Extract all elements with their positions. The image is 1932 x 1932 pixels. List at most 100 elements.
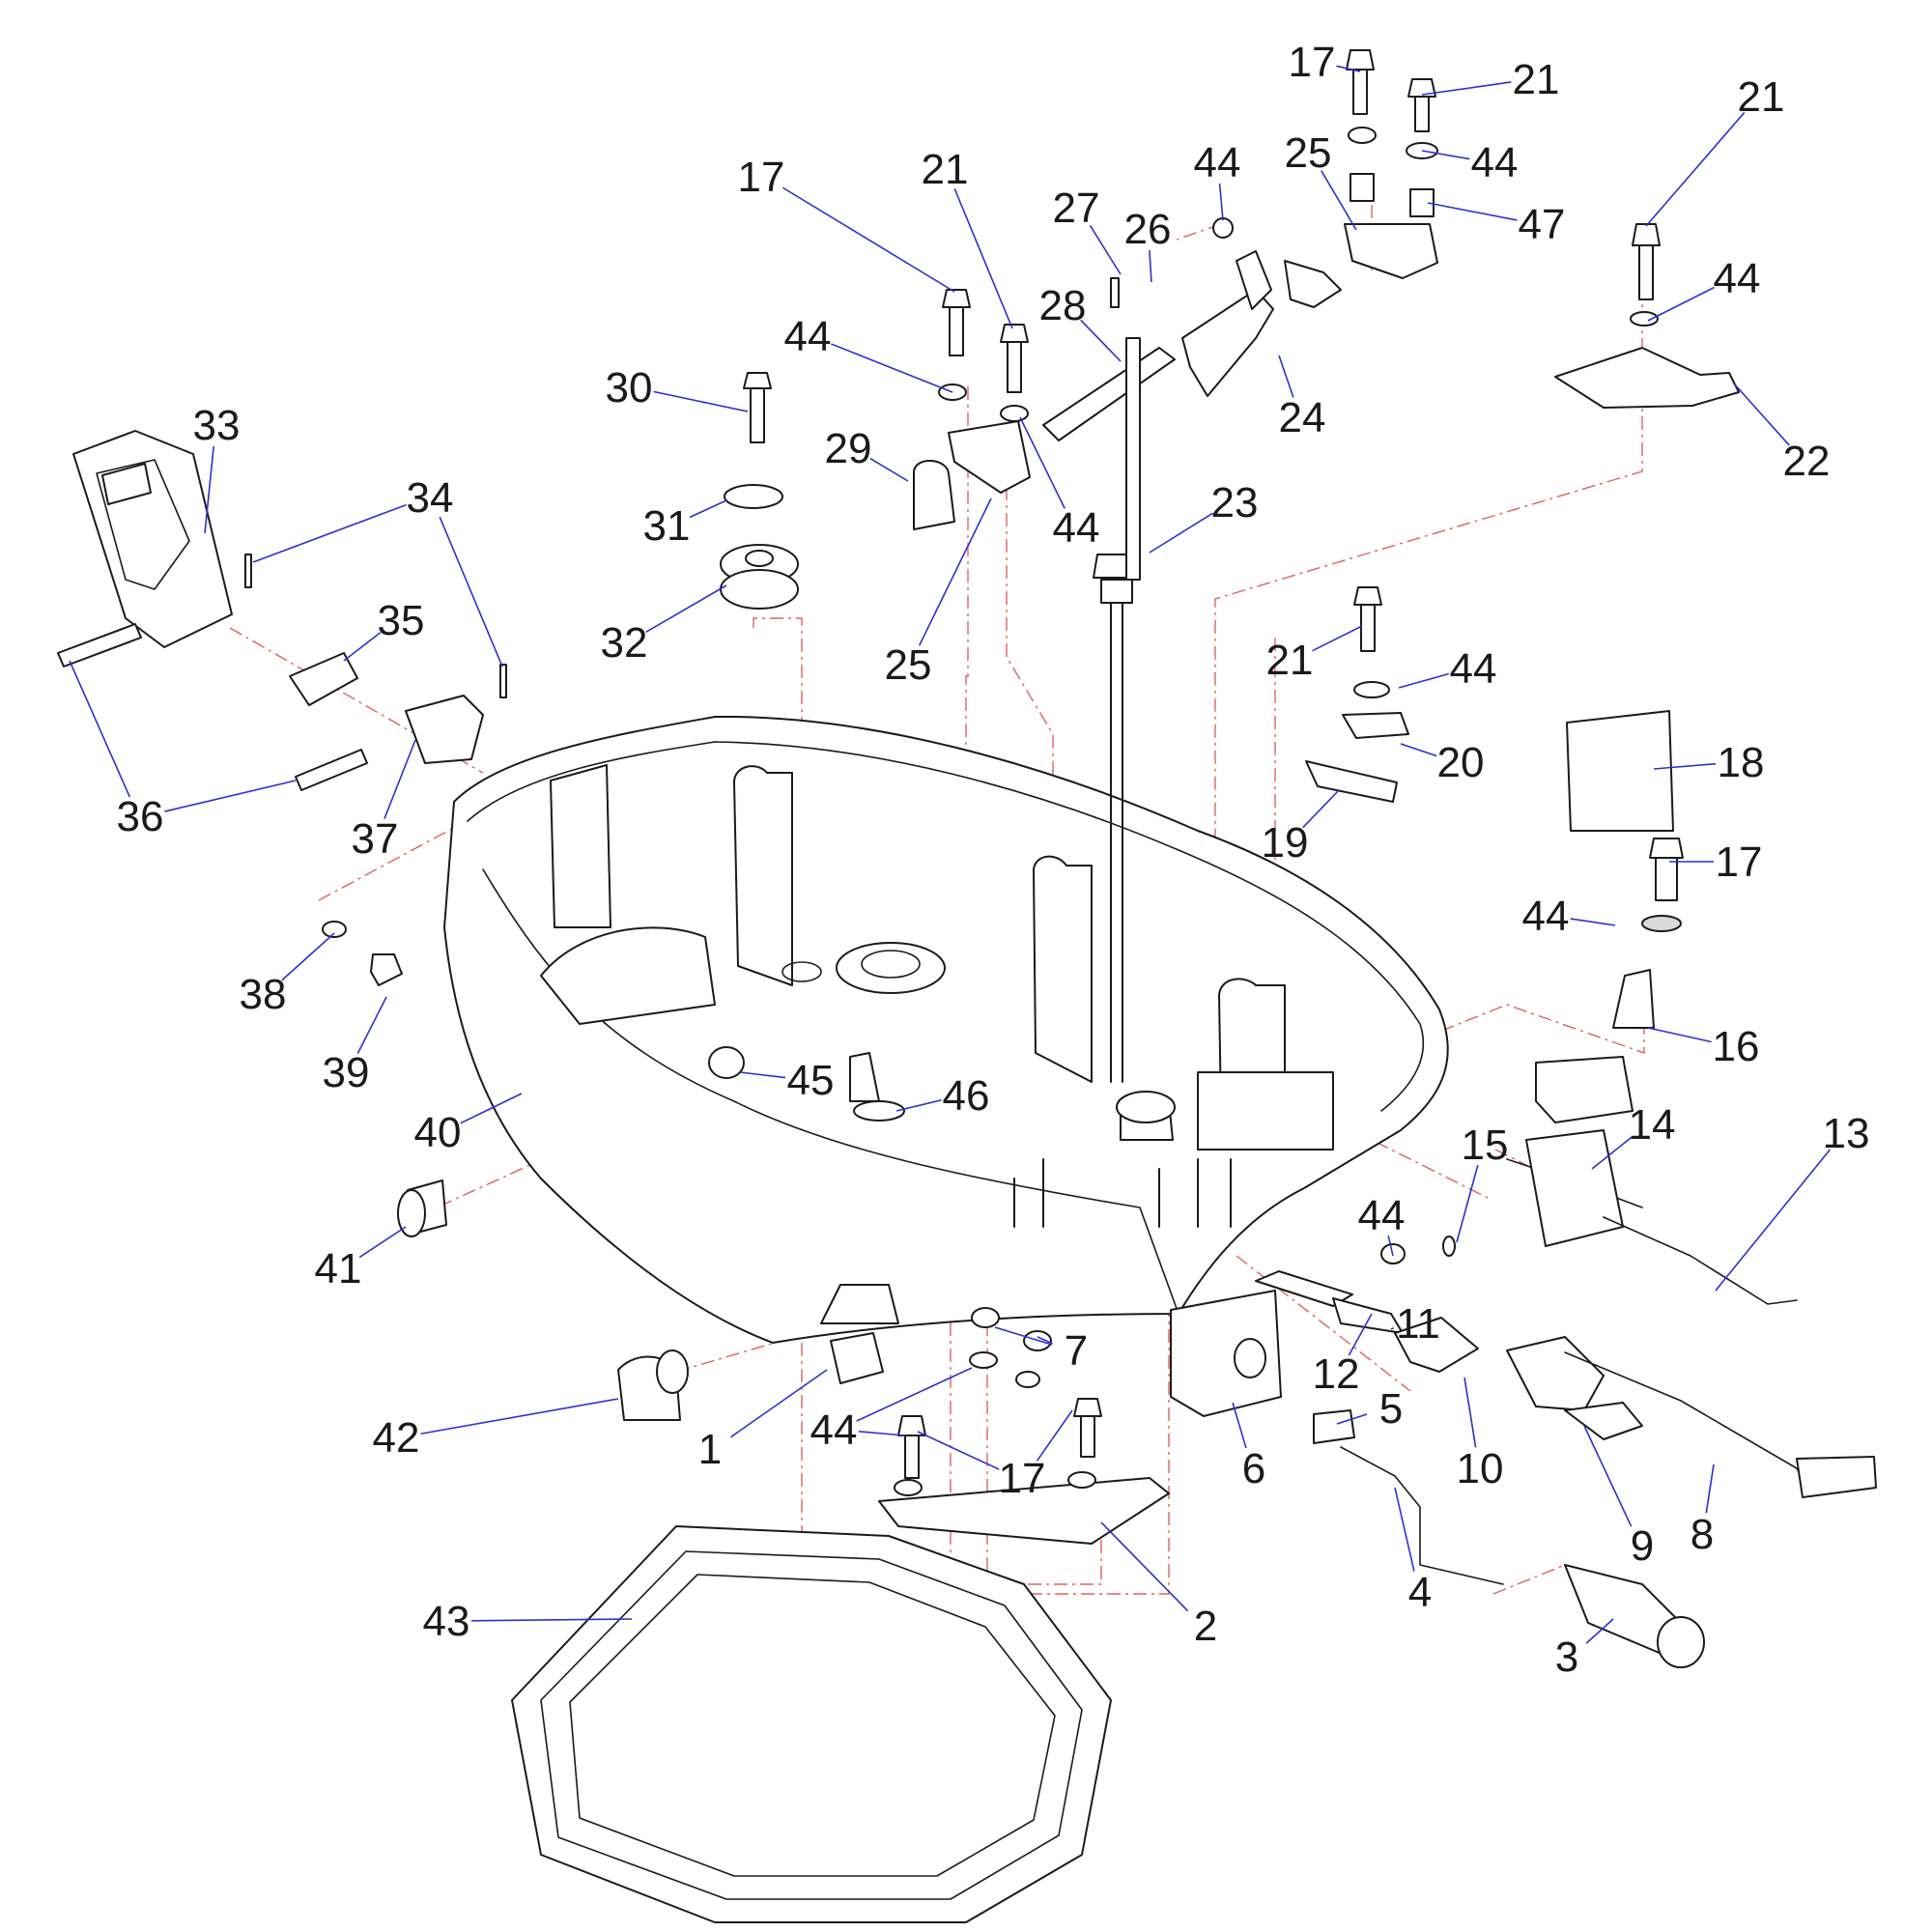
leader-line-12: [1348, 1313, 1373, 1356]
leader-line-9: [1583, 1425, 1633, 1527]
callout-24: 24: [1279, 394, 1326, 441]
leader-line-20: [1400, 743, 1437, 757]
leader-line-1: [730, 1369, 828, 1438]
leader-line-34: [252, 503, 407, 563]
callout-44: 44: [1450, 645, 1497, 693]
shift-rod-assembly: [1042, 250, 1342, 1083]
callout-25: 25: [1285, 129, 1332, 177]
callout-17: 17: [738, 154, 785, 201]
callout-44: 44: [784, 313, 832, 360]
leader-line-17: [781, 186, 955, 293]
callout-19: 19: [1262, 819, 1309, 867]
leader-line-37: [384, 739, 416, 819]
leader-line-47: [1427, 202, 1518, 221]
callout-2: 2: [1194, 1603, 1217, 1650]
callout-10: 10: [1457, 1445, 1504, 1492]
callout-30: 30: [606, 364, 653, 412]
leader-line-21: [1312, 625, 1363, 652]
leader-line-29: [869, 457, 909, 482]
callout-12: 12: [1313, 1350, 1360, 1398]
callout-26: 26: [1124, 206, 1172, 253]
callout-25: 25: [885, 641, 932, 689]
callout-15: 15: [1462, 1122, 1509, 1169]
bracket-parts-left: [57, 430, 905, 1237]
leader-line-36: [69, 660, 130, 798]
leader-line-46: [895, 1098, 942, 1112]
leader-line-44: [1398, 672, 1450, 689]
leader-line-25: [918, 497, 992, 646]
leader-line-31: [689, 499, 727, 519]
callout-41: 41: [315, 1245, 362, 1293]
callout-31: 31: [643, 502, 691, 550]
callout-44: 44: [1522, 893, 1570, 940]
leader-line-21: [1645, 111, 1746, 227]
leader-line-44: [856, 1367, 973, 1422]
callout-6: 6: [1242, 1445, 1265, 1492]
callout-45: 45: [787, 1057, 835, 1104]
leader-line-14: [1591, 1136, 1633, 1170]
callout-21: 21: [1266, 637, 1314, 684]
leader-line-28: [1080, 319, 1122, 362]
leader-line-5: [1336, 1413, 1368, 1425]
leader-line-40: [460, 1093, 523, 1124]
leader-line-22: [1732, 382, 1790, 446]
leader-line-44: [1019, 416, 1065, 509]
leader-line-44: [830, 343, 953, 393]
callout-29: 29: [825, 425, 872, 472]
callout-leaders: [69, 65, 1832, 1644]
leader-line-43: [470, 1618, 633, 1622]
callout-17: 17: [999, 1455, 1046, 1502]
callout-36: 36: [117, 793, 164, 840]
callout-27: 27: [1053, 185, 1100, 232]
callout-44: 44: [1358, 1192, 1406, 1239]
leader-line-21: [1421, 81, 1512, 96]
callout-44: 44: [1194, 139, 1241, 186]
leader-line-42: [420, 1398, 619, 1435]
fasteners: [720, 49, 1740, 1029]
leader-line-6: [1232, 1402, 1247, 1449]
callout-3: 3: [1555, 1634, 1578, 1681]
leader-line-44: [1387, 1235, 1394, 1257]
callout-35: 35: [378, 597, 425, 644]
callout-38: 38: [240, 971, 287, 1018]
leader-line-c44ib: [858, 1431, 905, 1436]
leader-line-13: [1715, 1149, 1832, 1292]
callout-44: 44: [1053, 504, 1100, 552]
callout-21: 21: [1513, 56, 1560, 103]
callout-34: 34: [407, 474, 454, 522]
leader-line-23: [1149, 512, 1214, 554]
leader-line-4: [1394, 1487, 1415, 1572]
callout-14: 14: [1629, 1101, 1676, 1149]
leader-line-2: [1100, 1521, 1189, 1612]
leader-line-32: [645, 584, 727, 633]
callout-43: 43: [423, 1598, 470, 1645]
leader-line-7: [994, 1326, 1053, 1346]
callout-37: 37: [352, 815, 399, 863]
callout-5: 5: [1379, 1385, 1403, 1433]
leader-line-10: [1463, 1377, 1477, 1448]
leader-line-35: [343, 632, 382, 662]
leader-line-44: [1421, 150, 1470, 160]
callout-13: 13: [1823, 1110, 1870, 1157]
leader-line-26: [1149, 249, 1152, 283]
leader-line-17: [1036, 1409, 1073, 1462]
leader-line-15: [1456, 1164, 1479, 1243]
leader-line-11: [1390, 1326, 1394, 1330]
leader-line-39: [356, 996, 387, 1054]
callout-11: 11: [1396, 1300, 1440, 1348]
callout-17: 17: [1289, 39, 1336, 86]
bottom-seal-43: [511, 1525, 1112, 1923]
leader-line-41: [358, 1226, 407, 1259]
callout-42: 42: [373, 1414, 420, 1462]
callout-21: 21: [922, 146, 969, 193]
callout-18: 18: [1718, 739, 1765, 786]
leader-line-8: [1705, 1463, 1715, 1514]
callout-16: 16: [1713, 1023, 1760, 1070]
callout-33: 33: [193, 402, 241, 449]
callout-7: 7: [1065, 1327, 1088, 1375]
leader-line-3: [1585, 1618, 1614, 1644]
callout-8: 8: [1690, 1511, 1714, 1558]
callout-28: 28: [1039, 282, 1087, 329]
